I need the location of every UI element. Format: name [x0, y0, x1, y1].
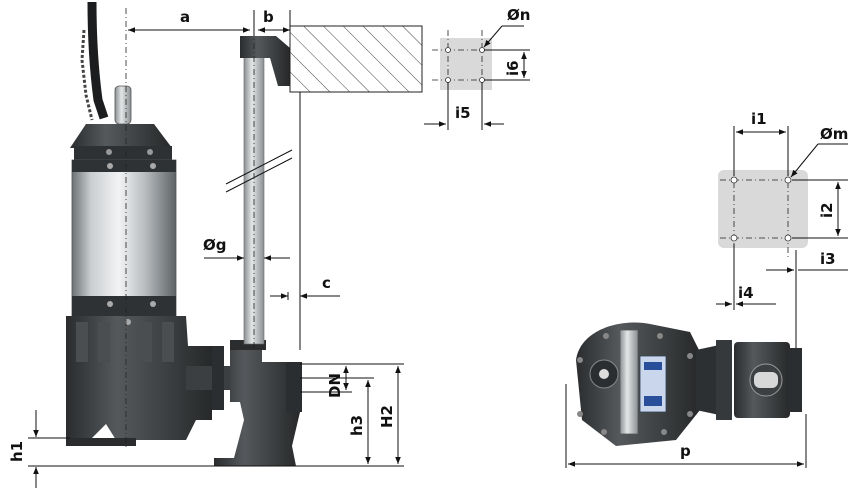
dim-label-i1: i1: [751, 110, 767, 128]
lifting-chain: [80, 29, 94, 121]
dim-label-n: Øn: [507, 6, 530, 24]
power-cable: [87, 1, 109, 120]
pump-foot: [66, 438, 136, 446]
dim-label-h1: h1: [8, 441, 26, 462]
motor-housing: [71, 159, 177, 317]
dim-label-m: Øm: [820, 125, 848, 143]
dim-label-i6: i6: [504, 60, 522, 76]
dim-label-g: Øg: [203, 236, 227, 254]
dim-label-i5: i5: [455, 104, 471, 122]
pump-top-view: [576, 322, 802, 446]
dim-label-b: b: [263, 8, 274, 26]
dim-label-dn: DN: [326, 373, 344, 398]
dim-label-i2: i2: [818, 202, 836, 218]
dim-label-a: a: [180, 8, 190, 26]
dim-label-h2: H2: [378, 405, 396, 428]
base-hole-pattern: i1 Øm i2 i3 i4: [716, 110, 848, 362]
dim-label-i4: i4: [738, 284, 754, 302]
dim-label-p: p: [680, 442, 691, 460]
wall-section: [289, 25, 423, 93]
dim-label-i3: i3: [820, 250, 836, 268]
dim-label-c: c: [322, 274, 331, 292]
duckfoot-bend: [214, 340, 302, 466]
pump-side-view: [66, 1, 236, 446]
bracket-hole-pattern: Øn i6 i5: [424, 6, 530, 130]
lifting-handle: [114, 85, 132, 125]
upper-bracket: [240, 36, 290, 86]
motor-top-cap: [70, 124, 172, 148]
dim-label-h3: h3: [348, 415, 366, 436]
